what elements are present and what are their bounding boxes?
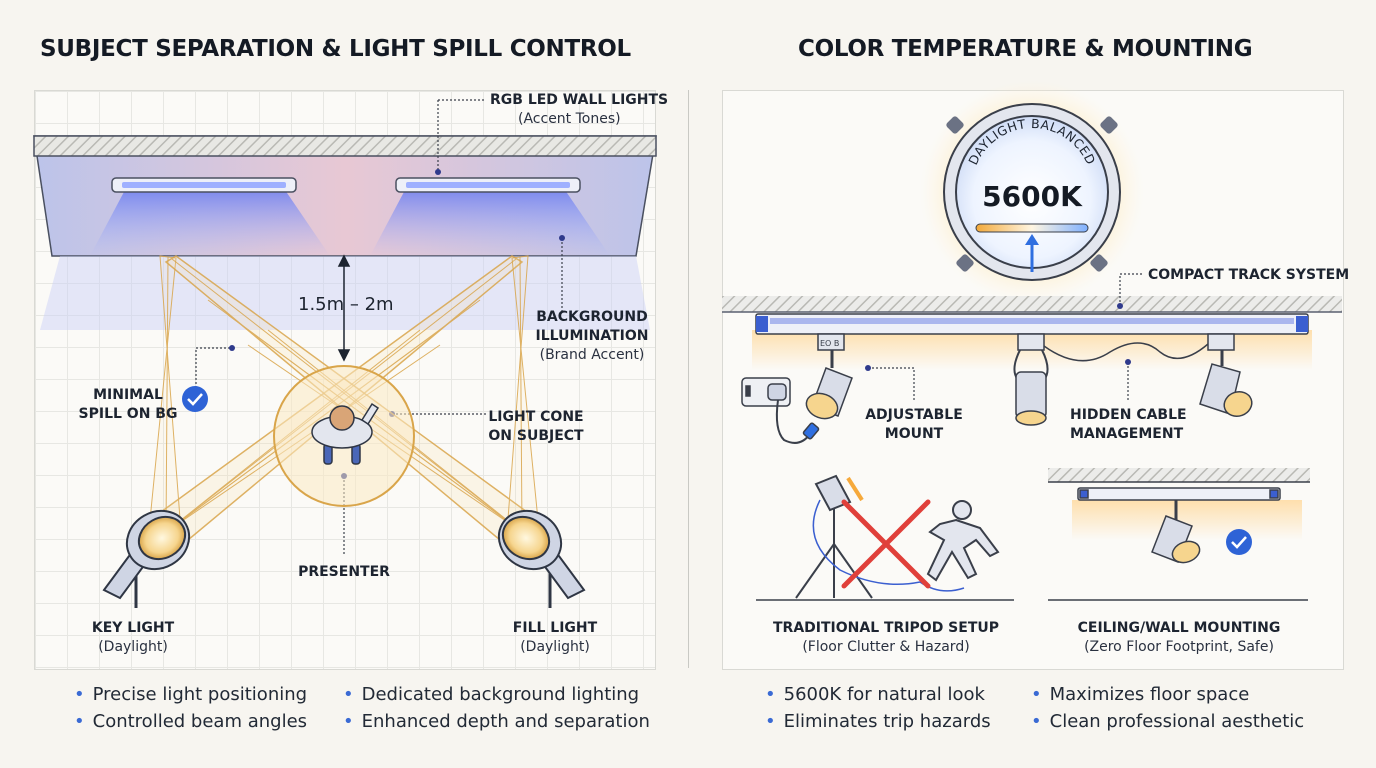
right-spot-fixture [1199,333,1253,418]
right-bullet-2: Eliminates trip hazards [765,711,991,732]
ceiling-mount-sublabel: (Zero Floor Footprint, Safe) [1084,639,1274,655]
presenter-label: PRESENTER [298,564,390,580]
fill-light-fixture [497,509,586,608]
distance-label: 1.5m – 2m [298,294,394,315]
bg-illumination-label-2: ILLUMINATION [535,328,649,344]
bg-illumination-label-1: BACKGROUND [536,309,648,325]
presenter-figure [311,402,380,465]
tripping-person-icon [926,500,1000,582]
key-light-label: KEY LIGHT [91,620,175,636]
hidden-cable-label-1: HIDDEN CABLE [1070,407,1187,423]
track-ceiling [722,296,1342,370]
wall-beam-right [370,190,610,256]
left-bullet-1: Precise light positioning [74,684,307,705]
tripod-setup-illustration [795,474,965,599]
right-bullet-4: Clean professional aesthetic [1031,711,1305,732]
tripod-setup-sublabel: (Floor Clutter & Hazard) [802,639,970,655]
color-temp-dial: DAYLIGHT BALANCED [920,80,1144,304]
right-title: COLOR TEMPERATURE & MOUNTING [798,36,1253,62]
left-bullet-2: Controlled beam angles [74,711,307,732]
distance-arrow [337,254,351,362]
adjustable-mount-fixture: EO B [805,333,853,420]
rgb-led-label: RGB LED WALL LIGHTS [490,92,669,108]
bg-illumination-sublabel: (Brand Accent) [539,347,645,363]
left-bullet-4: Enhanced depth and separation [343,711,650,732]
left-bullet-3: Dedicated background lighting [343,684,639,705]
center-spot-fixture [1013,333,1049,426]
ceiling-mount-illustration [1048,468,1310,564]
track-system-label: COMPACT TRACK SYSTEM [1148,267,1350,283]
right-bullet-1: 5600K for natural look [765,684,985,705]
key-light-fixture [102,509,191,608]
dial-value: 5600K [982,180,1082,213]
fill-light-label: FILL LIGHT [512,620,598,636]
hidden-cable [1043,342,1209,362]
adjustable-mount-label-1: ADJUSTABLE [865,407,963,423]
left-title: SUBJECT SEPARATION & LIGHT SPILL CONTROL [40,36,631,62]
spill-label-2: SPILL ON BG [78,406,178,422]
led-bar-left [111,177,297,193]
panel-divider [688,90,689,668]
spill-check-icon [182,386,208,412]
track-tag-label: EO B [820,339,839,348]
spill-label-1: MINIMAL [93,387,163,403]
adjustable-mount-label-2: MOUNT [884,426,944,442]
cross-mark-icon [841,499,931,589]
light-cone-label-1: LIGHT CONE [488,409,584,425]
ceiling-mount-label: CEILING/WALL MOUNTING [1077,620,1281,636]
led-bar-right [395,177,581,193]
rgb-led-sublabel: (Accent Tones) [518,111,621,127]
tripod-setup-label: TRADITIONAL TRIPOD SETUP [772,620,1000,636]
ceiling-check-icon [1226,529,1252,555]
fill-light-sublabel: (Daylight) [520,639,590,655]
key-light-sublabel: (Daylight) [98,639,168,655]
right-bullet-3: Maximizes floor space [1031,684,1250,705]
wall-beam-left [90,190,330,256]
light-cone-label-2: ON SUBJECT [488,428,584,444]
hidden-cable-label-2: MANAGEMENT [1070,426,1184,442]
power-outlet [741,377,820,444]
